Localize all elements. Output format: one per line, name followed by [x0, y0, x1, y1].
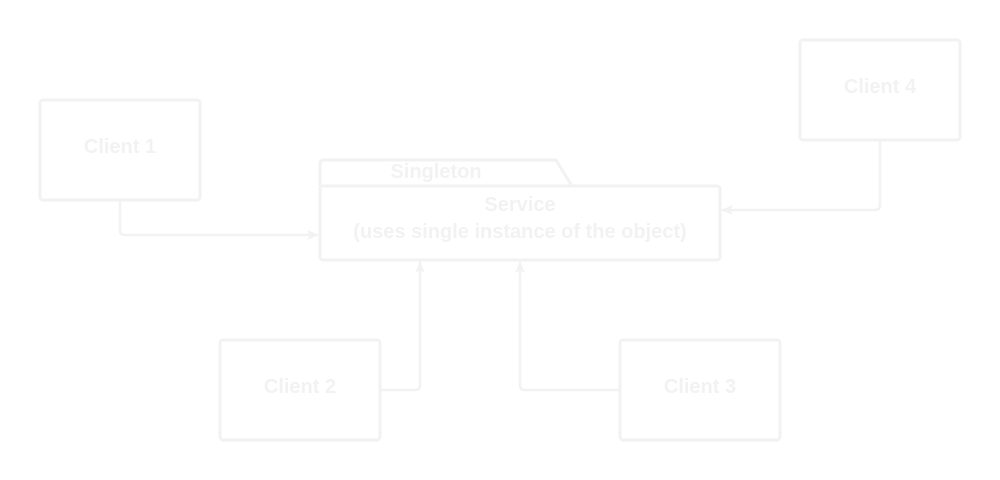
service-title: Service — [484, 194, 555, 216]
service-box[interactable] — [318, 184, 722, 262]
client-3-label: Client 3 — [664, 376, 736, 398]
service-subtitle: (uses single instance of the object) — [353, 221, 686, 243]
singleton-tab — [318, 158, 574, 187]
client-4-box[interactable] — [798, 38, 962, 142]
connector-client-4-to-service — [721, 141, 882, 215]
connector-client-2-to-service — [381, 261, 425, 392]
client-2-label: Client 2 — [264, 376, 336, 398]
client-1-label: Client 1 — [84, 136, 156, 158]
client-1-box[interactable] — [38, 98, 202, 202]
client-4-label: Client 4 — [844, 76, 917, 98]
connector-client-3-to-service — [515, 261, 619, 392]
singleton-tab-label: Singleton — [390, 161, 481, 183]
connector-client-1-to-service — [118, 201, 319, 240]
client-2-box[interactable] — [218, 338, 382, 442]
client-3-box[interactable] — [618, 338, 782, 442]
